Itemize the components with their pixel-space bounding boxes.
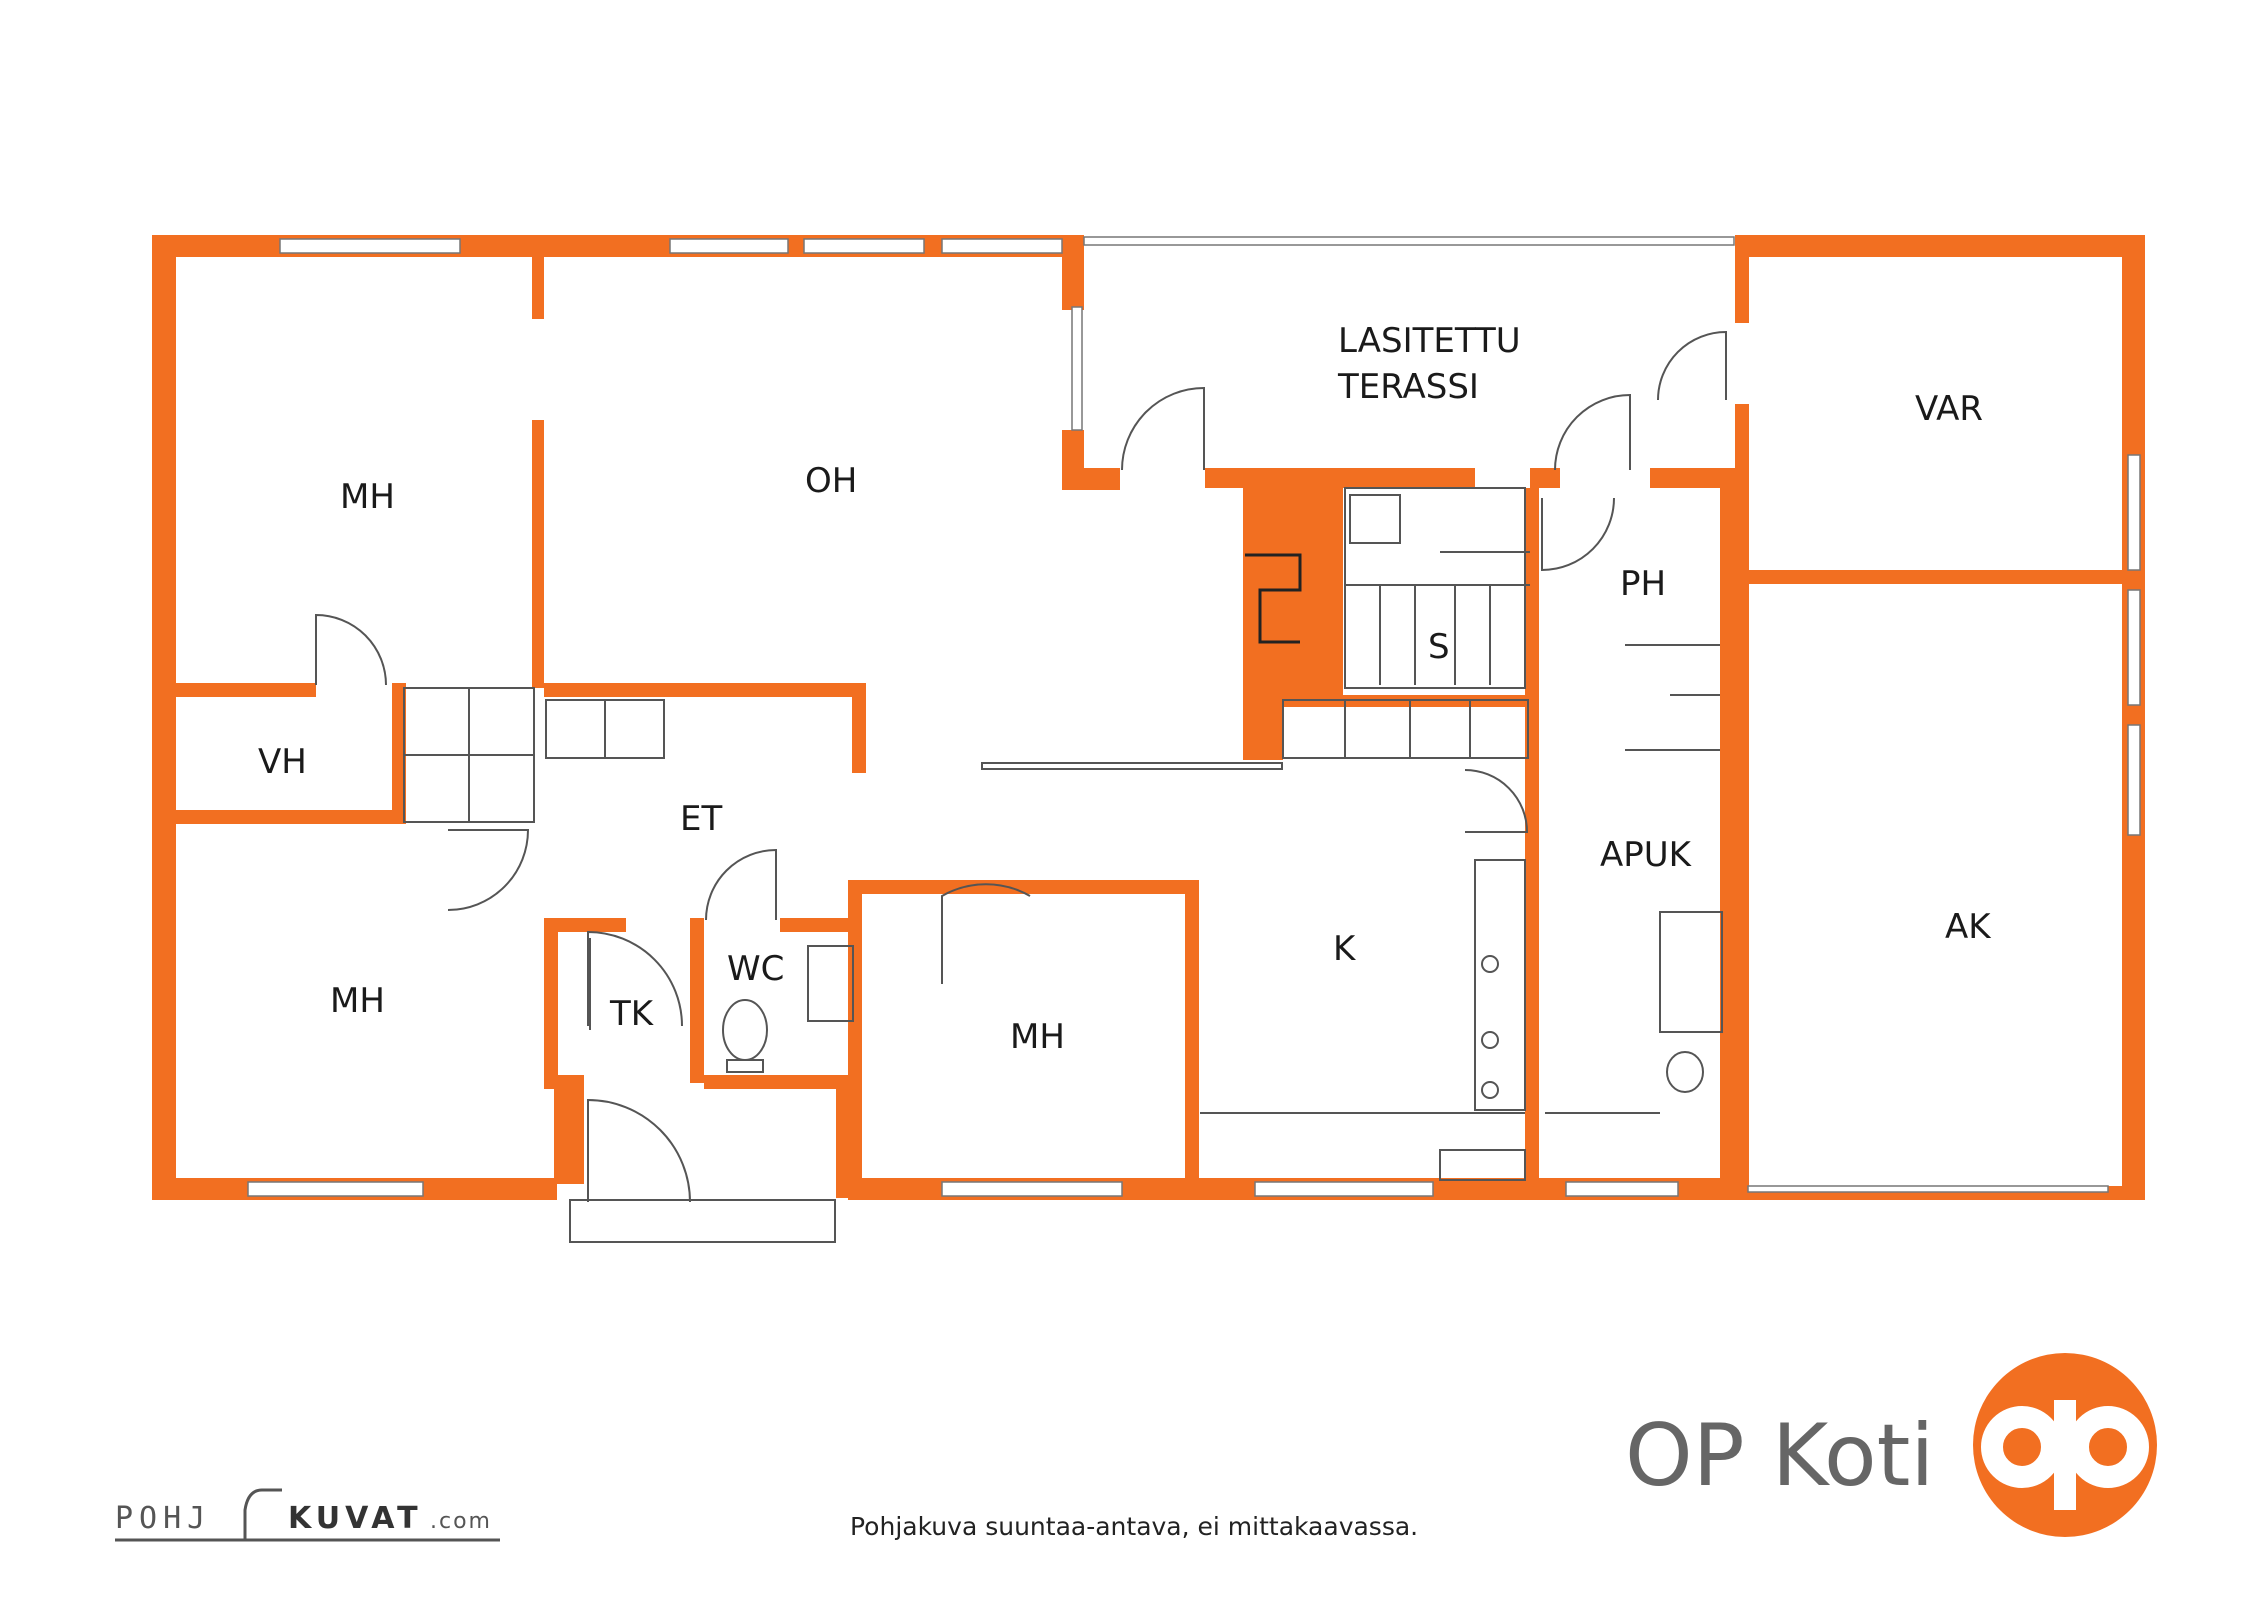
- room-label-vh: VH: [258, 742, 307, 782]
- credit-domain: .com: [430, 1509, 492, 1534]
- room-labels: MH OH LASITETTU TERASSI VAR VH ET S PH M…: [258, 321, 1992, 1057]
- room-label-et: ET: [680, 799, 722, 839]
- doors: [315, 330, 1727, 1203]
- room-label-ak: AK: [1945, 907, 1992, 947]
- op-koti-brand: OP Koti: [1625, 1353, 2157, 1537]
- room-label-wc: WC: [727, 949, 784, 989]
- brand-name: OP Koti: [1625, 1406, 1934, 1506]
- windows: [247, 236, 2141, 1197]
- fixtures: [403, 487, 1723, 1243]
- pohjakuvat-logo: POHJ KUVAT .com: [115, 1488, 500, 1542]
- credit-house-icon: [115, 1488, 282, 1542]
- credit-right: KUVAT: [288, 1501, 423, 1536]
- room-label-mh-2: MH: [330, 981, 385, 1021]
- room-label-tk: TK: [609, 994, 655, 1034]
- interior-walls: [176, 235, 2122, 1200]
- room-label-var: VAR: [1915, 389, 1983, 429]
- op-logo-icon: [1973, 1353, 2157, 1537]
- room-label-mh-1: MH: [340, 477, 395, 517]
- room-label-oh: OH: [805, 461, 857, 501]
- room-label-k: K: [1333, 929, 1357, 969]
- credit-left: POHJ: [115, 1501, 211, 1536]
- room-label-terrace-1: LASITETTU: [1338, 321, 1521, 361]
- exterior-walls: [152, 235, 2145, 1200]
- room-label-ph: PH: [1620, 564, 1666, 604]
- room-label-terrace-2: TERASSI: [1337, 367, 1479, 407]
- room-label-s: S: [1428, 627, 1450, 667]
- room-label-mh-3: MH: [1010, 1017, 1065, 1057]
- room-label-apuk: APUK: [1600, 835, 1693, 875]
- disclaimer-text: Pohjakuva suuntaa-antava, ei mittakaavas…: [850, 1512, 1418, 1541]
